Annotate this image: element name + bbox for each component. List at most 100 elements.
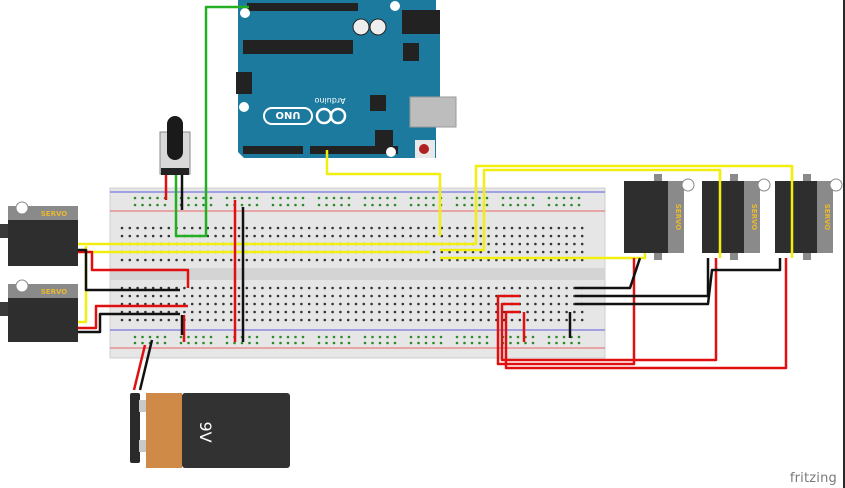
- breadboard-hole: [331, 258, 334, 262]
- breadboard-hole: [233, 196, 236, 200]
- breadboard-hole: [580, 318, 584, 322]
- breadboard-hole: [331, 310, 334, 314]
- breadboard-hole: [229, 234, 233, 238]
- breadboard-hole: [534, 294, 537, 298]
- breadboard-hole: [120, 310, 124, 314]
- breadboard-hole: [271, 203, 275, 207]
- breadboard-hole: [183, 302, 186, 306]
- breadboard-hole: [294, 196, 297, 200]
- breadboard-hole: [534, 242, 537, 246]
- breadboard-hole: [159, 318, 163, 322]
- breadboard-hole: [133, 335, 137, 339]
- breadboard-hole: [485, 335, 489, 339]
- breadboard-hole: [370, 294, 373, 298]
- breadboard-hole: [371, 341, 374, 345]
- breadboard-hole: [573, 258, 576, 262]
- breadboard-hole: [317, 196, 321, 200]
- breadboard-hole: [370, 318, 373, 322]
- breadboard-hole: [190, 310, 194, 314]
- breadboard-hole: [209, 196, 213, 200]
- breadboard-hole: [456, 310, 459, 314]
- breadboard-hole: [307, 286, 311, 290]
- breadboard-hole: [495, 286, 498, 290]
- breadboard-hole: [202, 203, 205, 207]
- breadboard-hole: [580, 250, 584, 254]
- breadboard-hole: [156, 196, 159, 200]
- breadboard-hole: [565, 234, 568, 238]
- breadboard-hole: [393, 335, 397, 339]
- breadboard-hole: [440, 318, 444, 322]
- breadboard-hole: [463, 250, 467, 254]
- breadboard-hole: [347, 196, 351, 200]
- breadboard-hole: [323, 302, 327, 306]
- breadboard-hole: [495, 234, 498, 238]
- breadboard-hole: [128, 286, 132, 290]
- servo-3: SERVO: [624, 174, 695, 260]
- breadboard-hole: [340, 335, 343, 339]
- breadboard-hole: [562, 203, 566, 207]
- breadboard-hole: [456, 258, 459, 262]
- breadboard-hole: [362, 302, 366, 306]
- breadboard-holes: [120, 196, 584, 345]
- breadboard-hole: [151, 318, 155, 322]
- breadboard-hole: [120, 294, 124, 298]
- breadboard-hole: [323, 286, 327, 290]
- breadboard-hole: [385, 286, 389, 290]
- breadboard-hole: [487, 294, 490, 298]
- breadboard-hole: [346, 302, 350, 306]
- breadboard-hole: [526, 294, 529, 298]
- breadboard-hole: [284, 294, 288, 298]
- breadboard-hole: [151, 234, 155, 238]
- breadboard-hole: [136, 318, 139, 322]
- breadboard-hole: [471, 294, 475, 298]
- breadboard-hole: [222, 310, 225, 314]
- breadboard-hole: [346, 258, 350, 262]
- breadboard-hole: [120, 286, 124, 290]
- breadboard-hole: [120, 234, 124, 238]
- breadboard-hole: [339, 226, 342, 230]
- breadboard-hole: [206, 310, 210, 314]
- breadboard-hole: [245, 286, 249, 290]
- breadboard-hole: [470, 203, 474, 207]
- breadboard-hole: [300, 302, 303, 306]
- breadboard-hole: [509, 203, 512, 207]
- breadboard-hole: [120, 226, 124, 230]
- breadboard-hole: [300, 234, 303, 238]
- breadboard-hole: [440, 258, 444, 262]
- breadboard-hole: [253, 226, 256, 230]
- breadboard-hole: [248, 203, 251, 207]
- breadboard-hole: [526, 242, 529, 246]
- breadboard-hole: [549, 258, 553, 262]
- breadboard-hole: [300, 318, 303, 322]
- breadboard-hole: [240, 203, 244, 207]
- breadboard-hole: [378, 286, 381, 290]
- breadboard-hole: [276, 294, 280, 298]
- breadboard-hole: [463, 258, 467, 262]
- breadboard-hole: [315, 258, 319, 262]
- breadboard-hole: [340, 203, 343, 207]
- breadboard-hole: [261, 234, 264, 238]
- breadboard-hole: [549, 250, 553, 254]
- breadboard-hole: [307, 302, 311, 306]
- breadboard-hole: [325, 203, 328, 207]
- breadboard-hole: [557, 286, 561, 290]
- breadboard-hole: [570, 203, 573, 207]
- breadboard-hole: [470, 196, 474, 200]
- breadboard-hole: [362, 294, 366, 298]
- breadboard-hole: [385, 310, 389, 314]
- breadboard-hole: [432, 318, 436, 322]
- breadboard-hole: [214, 234, 217, 238]
- breadboard-hole: [432, 234, 436, 238]
- image-right-edge: [843, 0, 845, 488]
- breadboard-hole: [565, 250, 568, 254]
- breadboard-hole: [159, 234, 163, 238]
- breadboard-hole: [144, 318, 147, 322]
- breadboard-hole: [187, 203, 190, 207]
- wire-red-battery: [132, 344, 147, 391]
- breadboard-hole: [363, 341, 367, 345]
- breadboard-hole: [255, 341, 259, 345]
- breadboard-hole: [175, 294, 178, 298]
- mount-hole: [386, 147, 396, 157]
- breadboard-hole: [268, 286, 272, 290]
